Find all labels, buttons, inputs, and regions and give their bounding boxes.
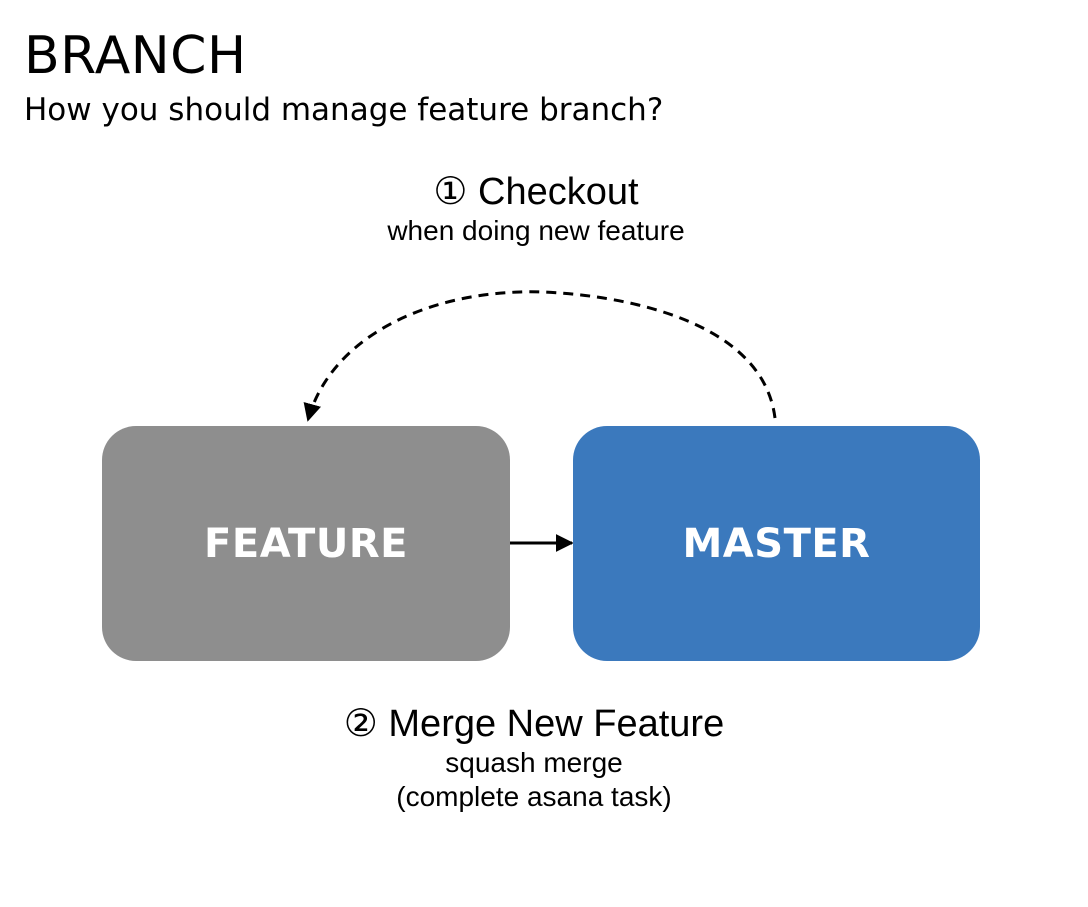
merge-step-note: (complete asana task) xyxy=(396,781,672,812)
merge-step-label: ② Merge New Feature squash merge (comple… xyxy=(284,702,784,814)
master-branch-label: MASTER xyxy=(682,520,871,567)
feature-branch-node: FEATURE xyxy=(102,426,510,661)
page-title: BRANCH xyxy=(24,26,247,86)
master-branch-node: MASTER xyxy=(573,426,980,661)
merge-step-description: squash merge xyxy=(445,747,623,778)
checkout-step-title: ① Checkout xyxy=(433,171,639,213)
checkout-step-label: ① Checkout when doing new feature xyxy=(336,170,736,248)
checkout-step-description: when doing new feature xyxy=(387,215,685,246)
page-subtitle: How you should manage feature branch? xyxy=(24,92,664,128)
feature-branch-label: FEATURE xyxy=(204,520,408,567)
merge-step-title: ② Merge New Feature xyxy=(343,703,725,745)
checkout-arrow xyxy=(303,290,777,422)
